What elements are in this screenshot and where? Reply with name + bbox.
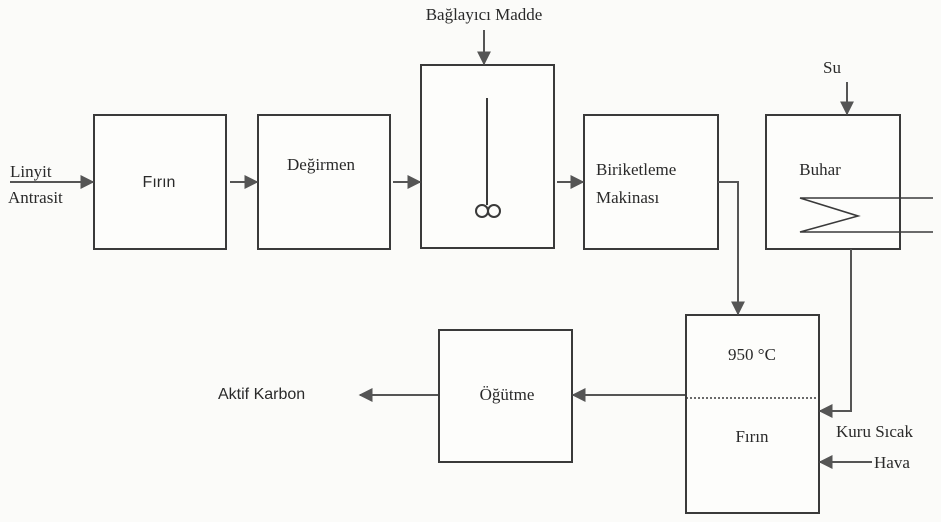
briquetting-box	[583, 114, 719, 250]
briquetting-label-1: Biriketleme	[596, 160, 677, 179]
furnace1-box	[93, 114, 227, 250]
input-label-anthracite: Antrasit	[8, 188, 63, 207]
grinding-label: Öğütme	[479, 385, 535, 404]
mill-label: Değirmen	[287, 155, 355, 174]
output-label: Aktif Karbon	[218, 386, 306, 403]
temperature-label: 950 °C	[728, 345, 776, 364]
input-label-lignite: Linyit	[10, 162, 52, 181]
steam-coil-icon	[799, 197, 933, 233]
arrow-steam-to-furnace2	[818, 249, 852, 418]
steam-label: Buhar	[799, 160, 841, 179]
air-label: Hava	[874, 453, 910, 472]
hot-dry-label: Kuru Sıcak	[836, 422, 913, 441]
stirrer-icon	[475, 98, 501, 218]
furnace2-box	[685, 314, 820, 514]
grinding-box	[438, 329, 573, 463]
briquetting-label-2: Makinası	[596, 188, 660, 207]
furnace1-label: Fırın	[142, 174, 176, 191]
water-label: Su	[823, 58, 841, 77]
mill-box	[257, 114, 391, 250]
binder-label: Bağlayıcı Madde	[425, 5, 543, 24]
furnace2-label: Fırın	[735, 427, 769, 446]
arrow-briquetting-to-furnace2	[718, 181, 745, 316]
steam-box	[765, 114, 901, 250]
